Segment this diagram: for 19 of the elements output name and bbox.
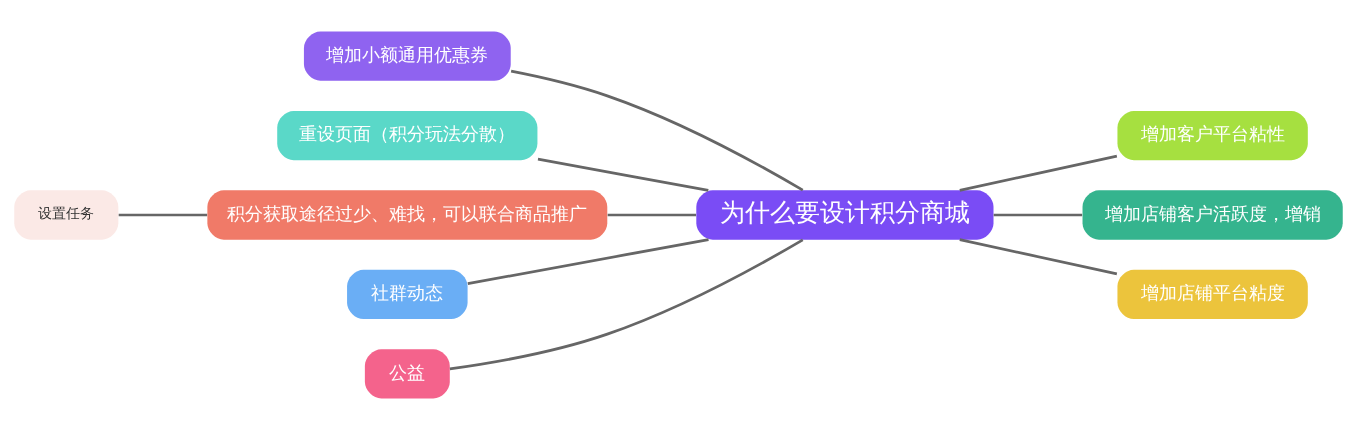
connector [510,69,804,192]
node-box: 社群动态 [347,269,468,320]
node-box: 增加客户平台粘性 [1117,110,1308,161]
node-box: 设置任务 [14,190,119,240]
node-box: 增加店铺平台粘度 [1117,269,1308,320]
node-box: 公益 [364,349,450,399]
node-box: 重设页面（积分玩法分散） [277,110,538,161]
connector [118,213,208,217]
node-box: 增加店铺客户活跃度，增销 [1082,190,1343,240]
node-box: 为什么要设计积分商城 [696,190,994,240]
connector [607,213,697,217]
connector [449,238,804,371]
connector [537,157,709,192]
node-box: 增加小额通用优惠券 [303,31,511,81]
connector [467,238,709,285]
connector [993,213,1083,217]
connector [959,154,1118,192]
connector [959,238,1118,276]
node-box: 积分获取途径过少、难找，可以联合商品推广 [207,190,608,240]
